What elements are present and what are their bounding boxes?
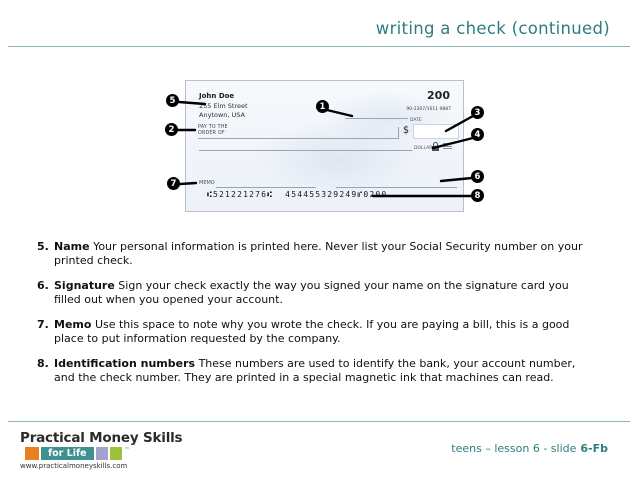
date-line [345, 118, 408, 119]
page-title: writing a check (continued) [375, 19, 610, 38]
payer-address: 255 Elm Street Anytown, USA [199, 102, 248, 119]
item-term: Signature [54, 279, 115, 292]
logo-blocks: for Life ™ [25, 447, 182, 460]
lock-icon [432, 142, 439, 151]
footer-divider [8, 421, 630, 422]
slide-label-text: teens – lesson 6 - slide [451, 442, 577, 455]
item-description: Sign your check exactly the way you sign… [54, 279, 569, 306]
dollars-label: DOLLARS [414, 146, 436, 151]
dollar-sign: $ [403, 125, 410, 136]
callout-8: 8 [471, 189, 484, 202]
callout-3: 3 [471, 106, 484, 119]
payer-block: John Doe 255 Elm Street Anytown, USA [199, 92, 248, 119]
amount-separator [398, 127, 399, 139]
definition-list: 5. Name Your personal information is pri… [37, 240, 597, 396]
title-divider [8, 46, 630, 47]
logo-title: Practical Money Skills [20, 430, 183, 446]
callout-6: 6 [471, 170, 484, 183]
callout-4: 4 [471, 128, 484, 141]
slide-code: 6-Fb [580, 442, 608, 455]
list-item-identification-numbers: 8. Identification numbers These numbers … [37, 357, 597, 384]
pay-to-label: PAY TO THE ORDER OF [198, 125, 228, 137]
payer-name: John Doe [199, 92, 235, 100]
memo-line [216, 187, 316, 188]
item-description: Use this space to note why you wrote the… [54, 318, 570, 345]
amount-box [413, 124, 459, 139]
item-number: 7. [37, 318, 49, 331]
signature-line [336, 187, 457, 188]
list-item-signature: 6. Signature Sign your check exactly the… [37, 279, 597, 306]
security-features-text [443, 143, 452, 151]
item-term: Identification numbers [54, 357, 196, 370]
callout-7: 7 [167, 177, 180, 190]
logo-green-block [109, 447, 122, 460]
check-number: 200 [427, 89, 450, 102]
written-amount-line [199, 150, 412, 151]
item-description: Your personal information is printed her… [54, 240, 583, 267]
item-term: Name [54, 240, 90, 253]
website-url: www.practicalmoneyskills.com [20, 462, 128, 470]
micr-numbers: ⑆521221276⑆ 454455329249⑈0200 [207, 190, 388, 199]
item-term: Memo [54, 318, 92, 331]
logo-tagline: for Life [41, 447, 94, 460]
date-label: DATE [410, 118, 422, 123]
memo-label: MEMO [199, 180, 215, 186]
payee-line [198, 138, 398, 139]
logo-lavender-block [95, 447, 108, 460]
callout-5: 5 [166, 94, 179, 107]
list-item-memo: 7. Memo Use this space to note why you w… [37, 318, 597, 345]
practical-money-skills-logo: Practical Money Skills for Life ™ www.pr… [20, 430, 183, 470]
fractional-routing-number: 90-2307/1611 9887 [406, 107, 451, 112]
item-number: 8. [37, 357, 49, 370]
trademark-symbol: ™ [124, 447, 130, 453]
item-description: These numbers are used to identify the b… [54, 357, 576, 384]
list-item-name: 5. Name Your personal information is pri… [37, 240, 597, 267]
callout-2: 2 [165, 123, 178, 136]
callout-1: 1 [316, 100, 329, 113]
logo-orange-block [25, 447, 39, 460]
item-number: 5. [37, 240, 49, 253]
item-number: 6. [37, 279, 49, 292]
